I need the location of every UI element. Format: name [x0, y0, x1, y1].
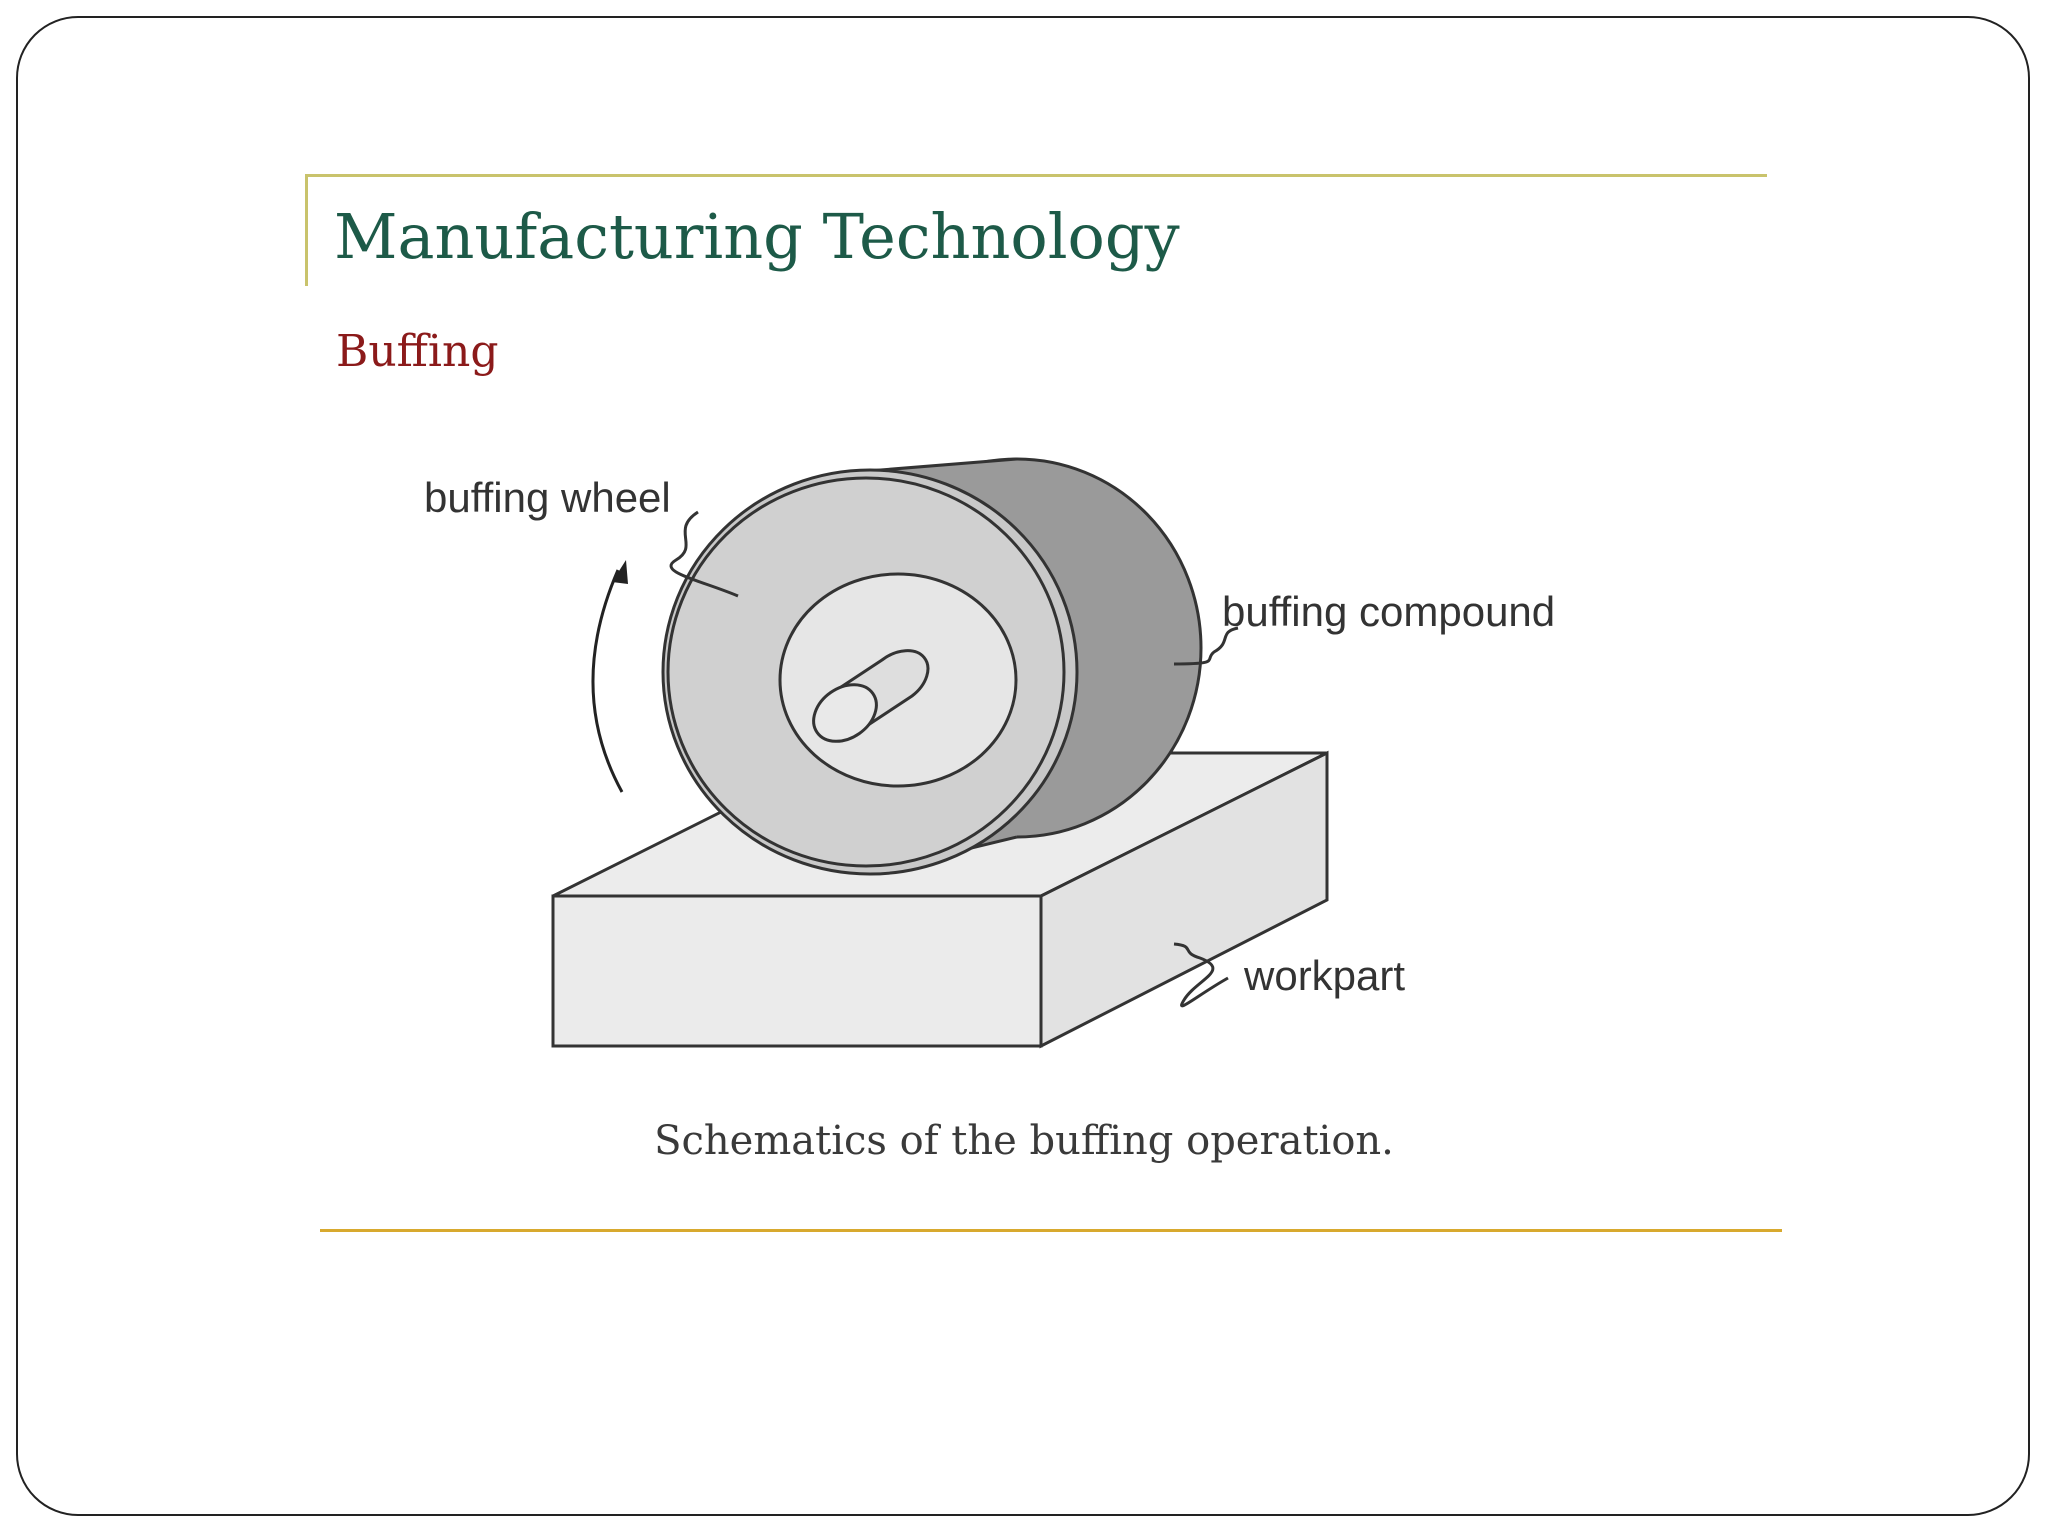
workpart-leader-line: [1173, 942, 1229, 1008]
workpart-label: workpart: [1243, 952, 1405, 999]
wheel-leader-line: [669, 510, 739, 598]
left-divider: [305, 174, 308, 286]
buffing-wheel-label: buffing wheel: [424, 474, 671, 521]
spindle-end: [812, 683, 878, 743]
rotation-arrowhead-icon: [612, 560, 628, 584]
compound-leader-line: [1173, 626, 1239, 666]
slide-title: Manufacturing Technology: [334, 200, 1180, 273]
slide-subtitle: Buffing: [336, 326, 499, 377]
figure-caption: Schematics of the buffing operation.: [654, 1118, 1394, 1164]
buffing-compound-label: buffing compound: [1222, 588, 1555, 635]
bottom-divider: [320, 1229, 1782, 1232]
workpart-front-face: [551, 894, 1043, 1048]
top-divider: [305, 174, 1767, 177]
rotation-arrow-icon: [591, 569, 624, 793]
